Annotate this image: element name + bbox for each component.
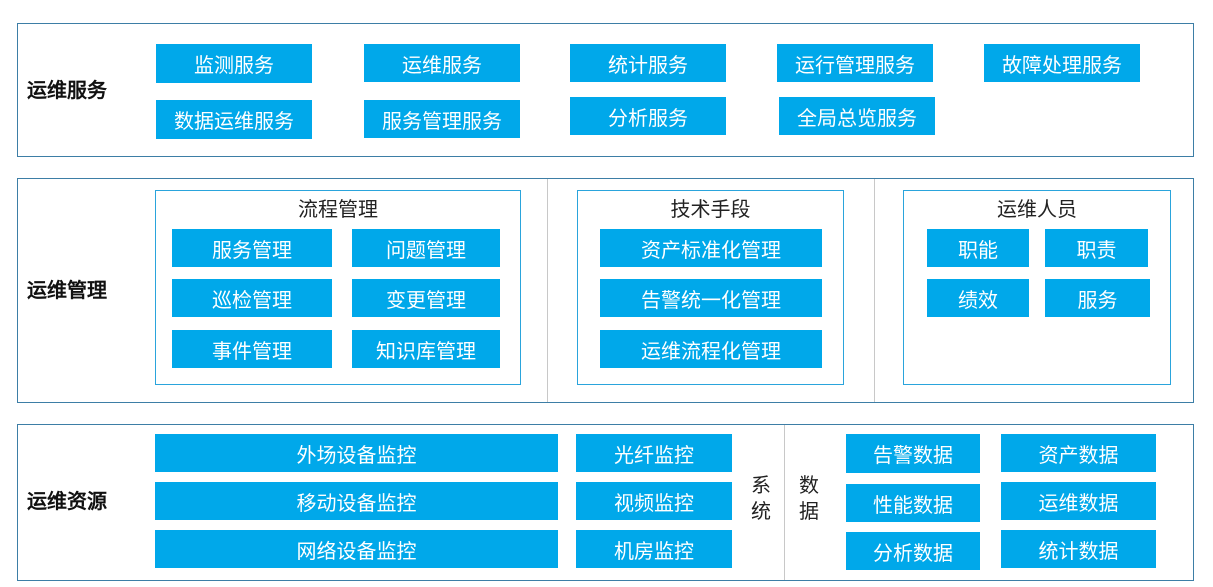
process-event-management: 事件管理 [172,330,332,368]
service-fault-handling: 故障处理服务 [984,44,1140,82]
process-inspection-management: 巡检管理 [172,279,332,317]
network-device-monitoring: 网络设备监控 [155,530,558,568]
process-management-title: 流程管理 [298,197,378,221]
tech-alarm-unification: 告警统一化管理 [600,279,822,317]
service-statistics: 统计服务 [570,44,726,82]
service-analysis: 分析服务 [570,97,726,135]
system-label-char-2: 统 [751,499,771,523]
service-data-ops: 数据运维服务 [156,100,312,139]
service-service-management: 服务管理服务 [364,100,520,138]
tech-ops-process: 运维流程化管理 [600,330,822,368]
system-label-char-1: 系 [751,473,771,497]
service-global-overview: 全局总览服务 [779,97,935,135]
process-knowledge-base-management: 知识库管理 [352,330,500,368]
services-label: 运维服务 [27,78,107,102]
statistics-data: 统计数据 [1001,530,1156,568]
tech-asset-standardization: 资产标准化管理 [600,229,822,267]
resources-divider [784,425,785,580]
data-label: 数 据 [794,472,824,524]
analysis-data: 分析数据 [846,532,980,570]
field-device-monitoring: 外场设备监控 [155,434,558,472]
staff-service: 服务 [1045,279,1150,317]
fiber-monitoring: 光纤监控 [576,434,732,472]
staff-responsibility: 职责 [1045,229,1148,267]
service-ops: 运维服务 [364,44,520,82]
tech-means-title: 技术手段 [670,197,751,221]
staff-function: 职能 [927,229,1029,267]
process-problem-management: 问题管理 [352,229,500,267]
performance-data: 性能数据 [846,484,980,522]
machine-room-monitoring: 机房监控 [576,530,732,568]
mobile-device-monitoring: 移动设备监控 [155,482,558,520]
management-divider-2 [874,179,875,402]
alarm-data: 告警数据 [846,434,980,473]
system-label: 系 统 [746,472,776,524]
service-monitoring: 监测服务 [156,44,312,83]
management-divider-1 [547,179,548,402]
ops-data: 运维数据 [1001,482,1156,520]
ops-staff-title: 运维人员 [997,197,1077,221]
service-operation-management: 运行管理服务 [777,44,933,82]
process-service-management: 服务管理 [172,229,332,267]
data-label-char-2: 据 [799,499,819,523]
resources-label: 运维资源 [27,489,107,513]
video-monitoring: 视频监控 [576,482,732,520]
asset-data: 资产数据 [1001,434,1156,472]
process-change-management: 变更管理 [352,279,500,317]
staff-performance: 绩效 [927,279,1029,317]
management-label: 运维管理 [27,278,107,302]
data-label-char-1: 数 [799,473,819,497]
